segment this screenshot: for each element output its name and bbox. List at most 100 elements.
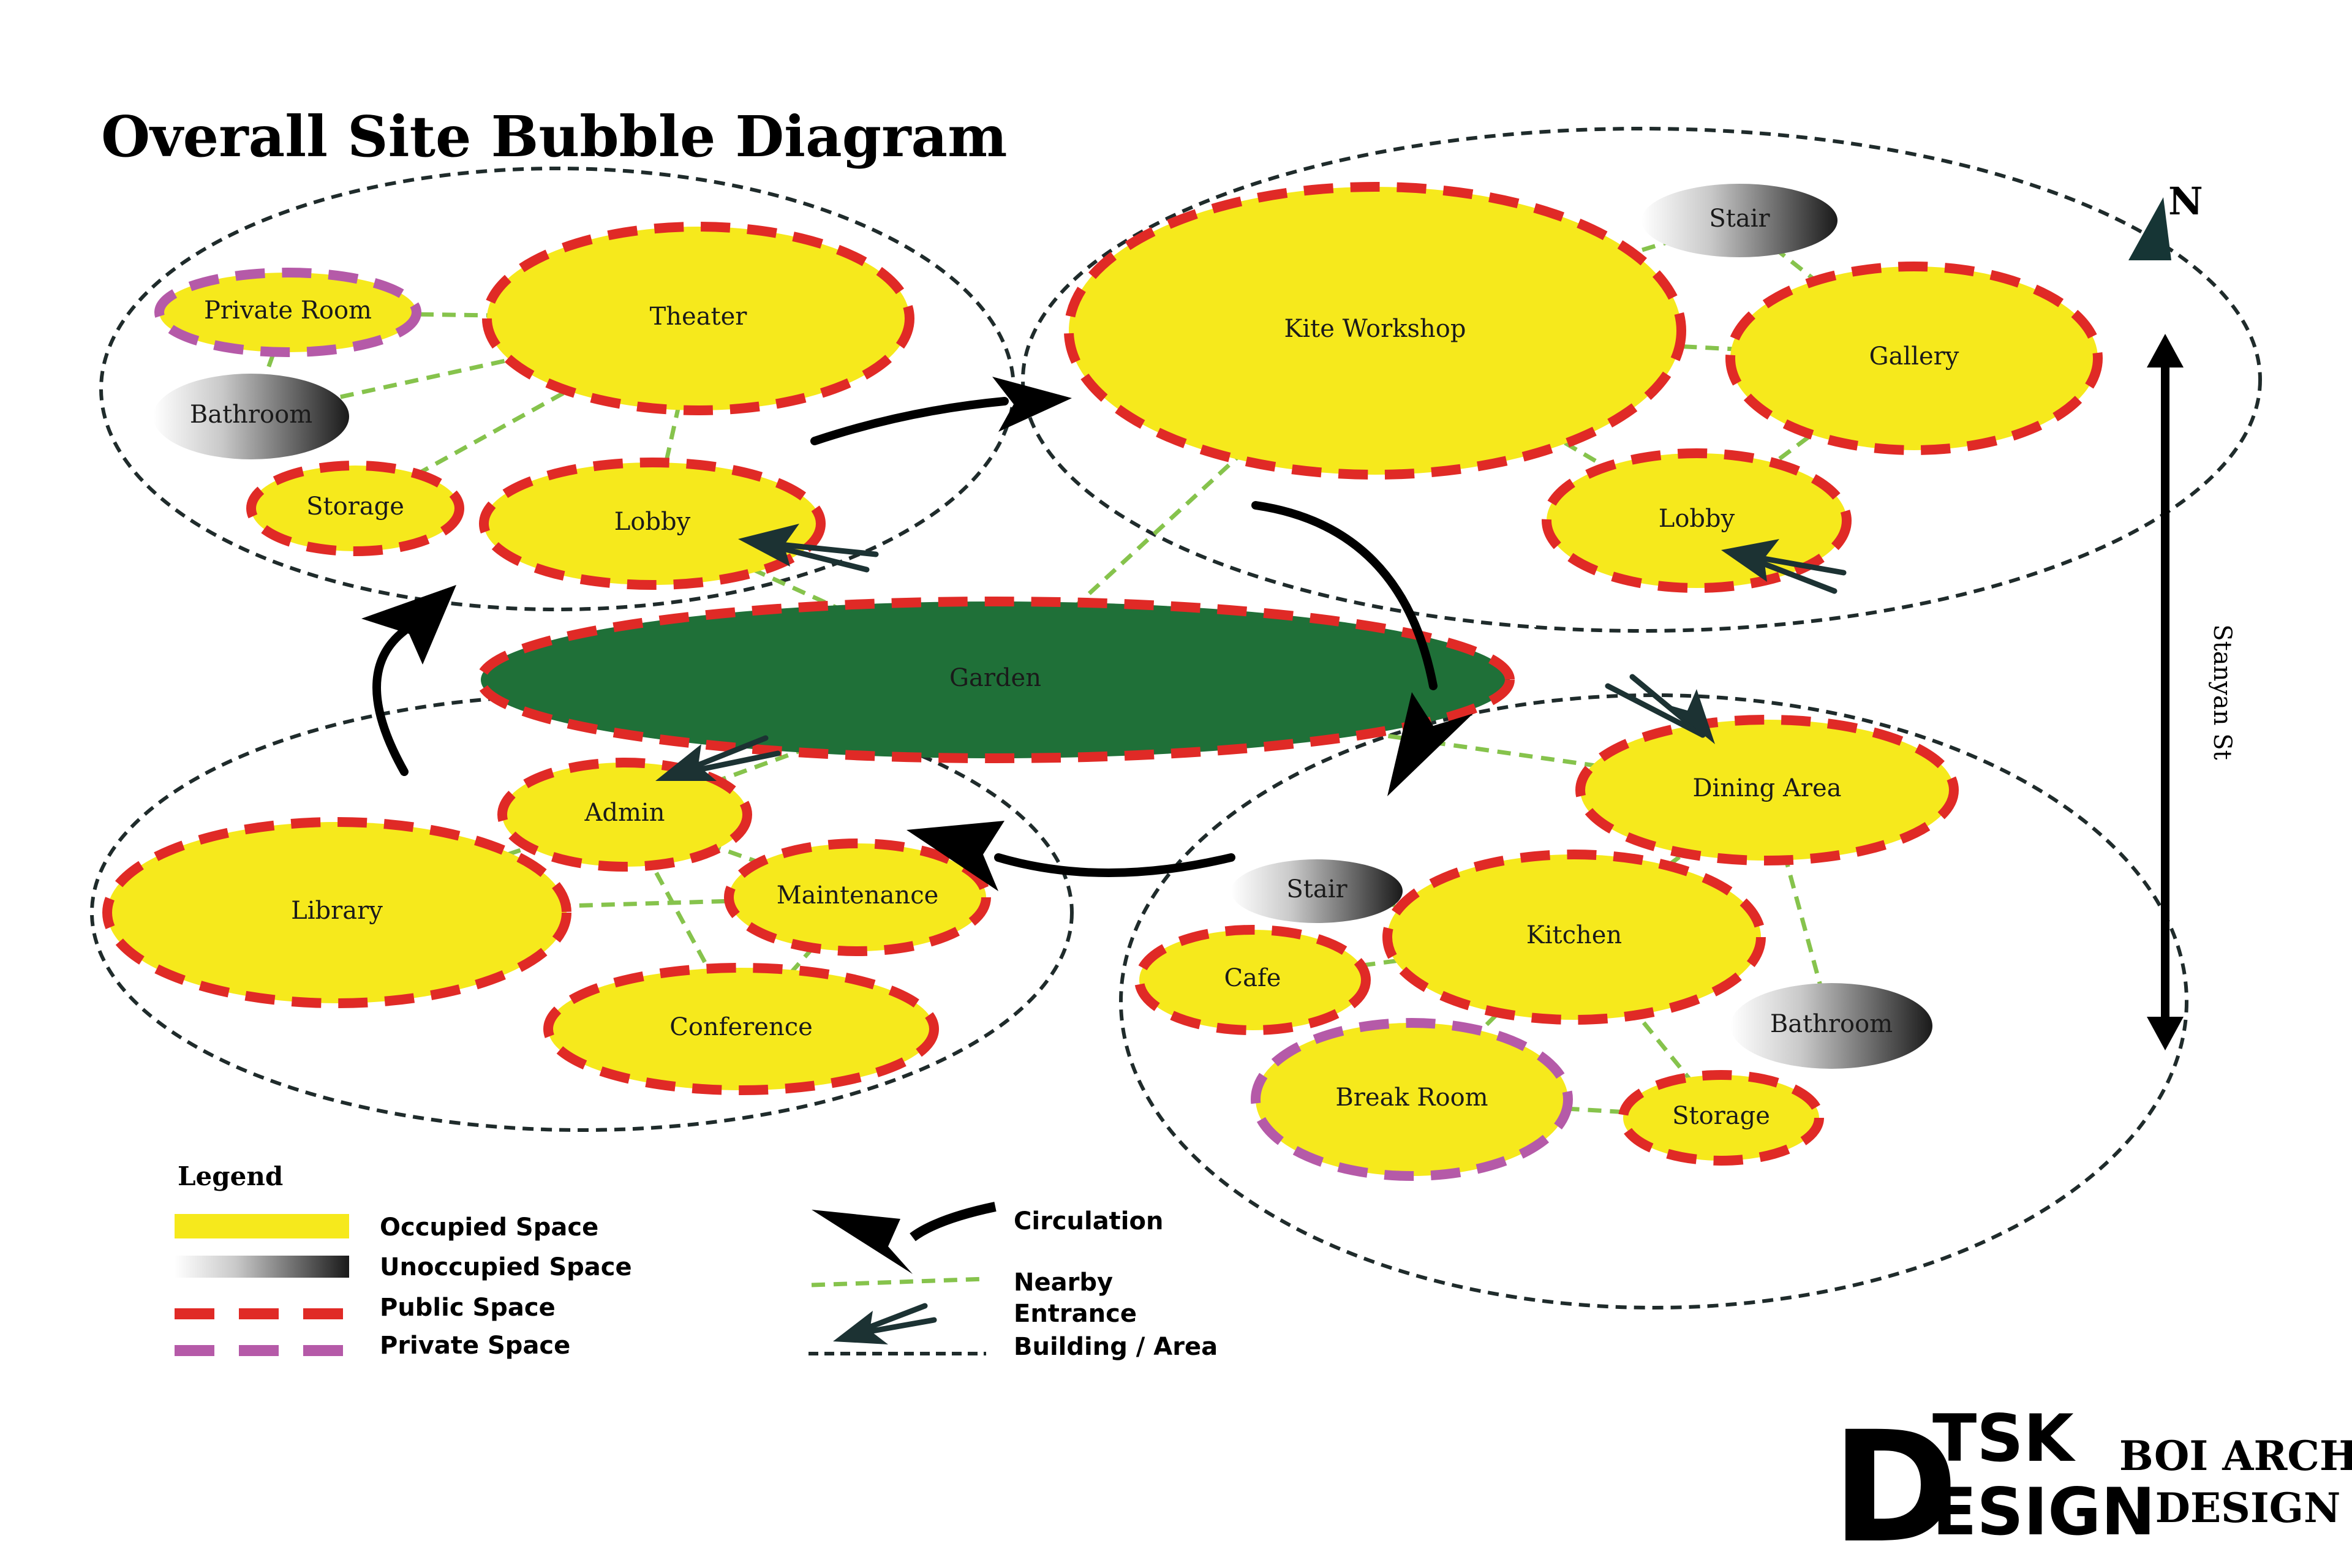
legend-label-boundary: Building / Area bbox=[1014, 1333, 1218, 1361]
circulation-arrow-nw-to-ne bbox=[810, 397, 1009, 445]
bubble-label-kitchen: Kitchen bbox=[1526, 921, 1622, 949]
bubble-lobby-ne: Lobby bbox=[1542, 448, 1852, 593]
bubble-label-bathroom-nw: Bathroom bbox=[190, 401, 312, 429]
bubble-label-dining-area: Dining Area bbox=[1692, 774, 1841, 802]
street-arrow-top-icon bbox=[2147, 334, 2184, 368]
bubble-label-conference: Conference bbox=[669, 1013, 813, 1041]
legend: Legend Occupied Space Unoccupied Space P… bbox=[175, 1161, 1218, 1361]
bubble-garden: Garden bbox=[476, 597, 1515, 763]
bubble-shape-private-room bbox=[154, 268, 421, 357]
legend-label-occupied: Occupied Space bbox=[380, 1213, 598, 1242]
legend-title: Legend bbox=[178, 1161, 283, 1191]
boi-archi-design-logo: BOI ARCHI DESIGN bbox=[2119, 1432, 2352, 1532]
entrance-arrow-admin bbox=[655, 735, 781, 781]
bubble-admin: Admin bbox=[497, 758, 752, 872]
dtsk-logo-line1: TSK bbox=[1932, 1401, 2076, 1476]
circulation-arrowhead-sw-to-nw bbox=[361, 585, 456, 665]
bubble-kite-workshop: Kite Workshop bbox=[1064, 182, 1686, 480]
bubble-lobby-nw: Lobby bbox=[479, 458, 826, 590]
bubble-shape-break-room bbox=[1251, 1018, 1573, 1181]
bubble-stair-se: Stair bbox=[1231, 859, 1403, 923]
entrance-arrow-dining-area bbox=[1605, 674, 1715, 744]
circulation-arrowhead-se-to-sw bbox=[907, 821, 1005, 891]
entrance-arrow-lobby-ne bbox=[1721, 539, 1847, 594]
north-label: N bbox=[2168, 179, 2203, 224]
bubble-shape-stair-ne bbox=[1642, 184, 1838, 257]
entrance-arrow-lobby-nw bbox=[738, 524, 879, 573]
legend-label-unoccupied: Unoccupied Space bbox=[380, 1253, 632, 1281]
bubble-label-bathroom-se: Bathroom bbox=[1770, 1010, 1893, 1038]
bubble-label-stair-se: Stair bbox=[1286, 875, 1348, 903]
circulation-arrow-sw-to-nw bbox=[372, 627, 409, 776]
circulation-arrows bbox=[361, 377, 1473, 891]
entrance-arrows bbox=[655, 524, 1847, 781]
bubble-private-room: Private Room bbox=[154, 268, 421, 357]
bubble-label-theater: Theater bbox=[650, 303, 748, 331]
bubble-storage-nw: Storage bbox=[246, 461, 464, 556]
legend-swatch-occupied bbox=[175, 1214, 349, 1238]
street-arrow-bottom-icon bbox=[2147, 1017, 2184, 1050]
nearby-line-kitchen-storage-se bbox=[1572, 935, 1723, 1120]
boi-logo-line1: BOI ARCHI bbox=[2119, 1432, 2352, 1480]
north-indicator: N bbox=[2128, 179, 2203, 260]
bubble-stair-ne: Stair bbox=[1642, 184, 1838, 257]
bubble-dining-area: Dining Area bbox=[1575, 715, 1959, 865]
bubble-shape-theater bbox=[482, 222, 914, 415]
bubble-break-room: Break Room bbox=[1251, 1018, 1573, 1181]
bubble-shape-bathroom-nw bbox=[153, 374, 349, 459]
bubble-shape-kite-workshop bbox=[1064, 182, 1686, 480]
boi-logo-line2: DESIGN bbox=[2155, 1484, 2341, 1532]
legend-label-circulation: Circulation bbox=[1014, 1207, 1163, 1235]
circulation-arrowhead-ne-to-se bbox=[1387, 692, 1473, 796]
legend-label-public: Public Space bbox=[380, 1294, 556, 1322]
street-indicator: Stanyan St bbox=[2147, 334, 2236, 1050]
bubble-label-lobby-nw: Lobby bbox=[614, 508, 691, 536]
circulation-arrowhead-nw-to-ne bbox=[992, 377, 1072, 432]
bubble-cafe: Cafe bbox=[1134, 925, 1371, 1035]
bubble-label-admin: Admin bbox=[584, 799, 665, 827]
bubble-label-storage-nw: Storage bbox=[306, 492, 404, 521]
bubble-shape-bathroom-se bbox=[1730, 983, 1932, 1069]
street-label: Stanyan St bbox=[2208, 624, 2236, 760]
bubble-theater: Theater bbox=[482, 222, 914, 415]
bubble-label-cafe: Cafe bbox=[1224, 964, 1281, 992]
bubble-conference: Conference bbox=[543, 963, 939, 1095]
bubble-label-library: Library bbox=[291, 897, 383, 925]
legend-swatch-unoccupied bbox=[175, 1256, 349, 1278]
bubble-label-kite-workshop: Kite Workshop bbox=[1284, 315, 1466, 343]
bubble-shape-maintenance bbox=[724, 839, 991, 956]
bubble-shape-lobby-ne bbox=[1542, 448, 1852, 593]
bubble-shape-garden bbox=[476, 597, 1515, 763]
bubble-kitchen: Kitchen bbox=[1382, 850, 1766, 1025]
bubble-bathroom-se: Bathroom bbox=[1730, 983, 1932, 1069]
bubble-label-garden: Garden bbox=[949, 664, 1041, 692]
legend-label-private: Private Space bbox=[380, 1332, 570, 1360]
bubble-library: Library bbox=[102, 817, 571, 1008]
bubble-label-break-room: Break Room bbox=[1335, 1084, 1488, 1112]
bubble-label-maintenance: Maintenance bbox=[777, 881, 939, 910]
dtsk-design-logo: D TSK ESIGN bbox=[1831, 1398, 2155, 1568]
diagram-title: Overall Site Bubble Diagram bbox=[101, 104, 1008, 170]
bubble-shape-storage-se bbox=[1618, 1070, 1824, 1166]
bubble-shape-stair-se bbox=[1231, 859, 1403, 923]
dtsk-logo-line2: ESIGN bbox=[1932, 1474, 2155, 1550]
bubble-label-storage-se: Storage bbox=[1672, 1102, 1770, 1130]
bubble-gallery: Gallery bbox=[1725, 262, 2103, 455]
bubble-shape-storage-nw bbox=[246, 461, 464, 556]
bubble-label-lobby-ne: Lobby bbox=[1659, 505, 1735, 533]
legend-label-nearby: Nearby bbox=[1014, 1268, 1113, 1297]
legend-swatch-entrance bbox=[833, 1303, 937, 1344]
circulation-arrow-se-to-sw bbox=[994, 853, 1235, 877]
bubble-bathroom-nw: Bathroom bbox=[153, 374, 349, 459]
bubble-maintenance: Maintenance bbox=[724, 839, 991, 956]
legend-label-entrance: Entrance bbox=[1014, 1300, 1137, 1328]
bubble-label-stair-ne: Stair bbox=[1709, 205, 1770, 233]
area-boundary-ne bbox=[1021, 127, 2262, 633]
bubble-label-private-room: Private Room bbox=[204, 296, 372, 325]
bubble-shape-admin bbox=[497, 758, 752, 872]
bubble-shape-gallery bbox=[1725, 262, 2103, 455]
bubble-shape-lobby-nw bbox=[479, 458, 826, 590]
bubble-shape-kitchen bbox=[1382, 850, 1766, 1025]
